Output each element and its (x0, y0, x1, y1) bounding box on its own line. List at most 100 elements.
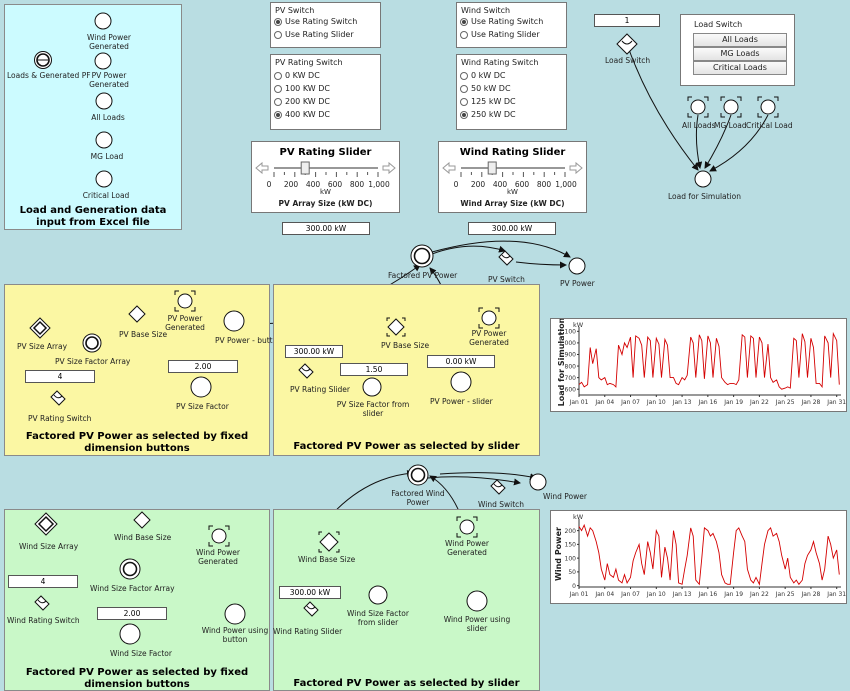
wind-rating-option-50[interactable]: 50 kW DC (460, 84, 511, 93)
pv-fixed-title: Factored PV Power as selected by fixed d… (25, 431, 249, 454)
radio-off-icon (460, 30, 468, 39)
radio-on-icon (460, 110, 468, 119)
wind-slider-title: Wind Rating Slider (459, 147, 566, 158)
chart-series-line (578, 331, 840, 390)
pv-size-factor-slider-node[interactable] (361, 376, 383, 398)
chart-x-tick-label: Jan 22 (749, 591, 769, 598)
chart-y-tick-label: 600 (565, 386, 577, 393)
wind-size-factor-slider-node[interactable] (367, 584, 389, 606)
wind-switch-converter-icon[interactable] (489, 478, 507, 496)
pv-power-slider-node[interactable] (449, 370, 473, 394)
wind-slider-calc-title: Factored PV Power as selected by slider (293, 678, 520, 689)
chart-unit-label: kW (573, 321, 584, 329)
pv-size-factor-label: PV Size Factor (176, 402, 229, 411)
wind-rating-switch-converter-icon[interactable] (33, 594, 51, 612)
factored-pv-power-node[interactable] (409, 243, 435, 269)
pv-rating-option-200[interactable]: 200 KW DC (274, 97, 330, 106)
wind-power-button-node[interactable] (223, 602, 247, 626)
wind-size-factor-array-node[interactable] (118, 557, 142, 581)
all-loads-button[interactable]: All Loads (693, 33, 787, 47)
mg-load-node[interactable] (94, 130, 114, 150)
arrow-right-icon (382, 161, 396, 175)
wind-size-factor-readout: 2.00 (97, 607, 167, 620)
input-panel: Loads & Generated PF Wind Power Generate… (4, 4, 182, 230)
wind-slider-track[interactable] (439, 160, 586, 200)
wind-size-factor-node[interactable] (118, 622, 142, 646)
load-for-simulation-node[interactable] (693, 169, 713, 189)
pv-base-size-ghost-icon[interactable] (386, 317, 406, 337)
chart-x-tick-label: Jan 28 (801, 591, 821, 598)
pv-base-size-icon[interactable] (128, 305, 146, 323)
pv-rating-switch-converter-icon[interactable] (49, 389, 67, 407)
wind-generated-node[interactable] (93, 11, 113, 31)
wind-generated-ghost2-node[interactable] (455, 515, 479, 539)
factored-wind-power-node[interactable] (406, 463, 430, 487)
wind-base-size-ghost-icon[interactable] (318, 531, 340, 553)
pv-slider-ticks: 0 200 400 600 800 1,000 (266, 180, 390, 189)
wind-generated-ghost2-label: Wind Power Generated (445, 539, 489, 557)
pv-rating-option-100[interactable]: 100 KW DC (274, 84, 330, 93)
wind-base-size-icon[interactable] (133, 511, 151, 529)
all-loads-ghost-node[interactable] (686, 95, 710, 119)
wind-size-factor-label: Wind Size Factor (110, 649, 172, 658)
pv-rating-slider-converter-icon[interactable] (297, 362, 315, 380)
pv-size-factor-array-node[interactable] (81, 332, 103, 354)
pv-generated-node[interactable] (93, 51, 113, 71)
loads-generated-icon[interactable] (32, 49, 54, 71)
wind-switch-option-rating[interactable]: Use Rating Switch (460, 17, 543, 26)
pv-switch-converter-icon[interactable] (497, 249, 515, 267)
critical-load-node[interactable] (94, 169, 114, 189)
chart-y-tick-label: 50 (568, 569, 576, 576)
wind-switch-option-slider[interactable]: Use Rating Slider (460, 30, 540, 39)
critical-load-ghost-label: Critical Load (746, 121, 793, 130)
pv-power-node[interactable] (567, 256, 587, 276)
wind-rating-slider-converter-icon[interactable] (302, 600, 320, 618)
wind-power-slider-node[interactable] (465, 589, 489, 613)
wind-power-slider-label: Wind Power using slider (443, 615, 511, 633)
radio-on-icon (274, 110, 282, 119)
wind-slider-unit: kW (507, 188, 518, 196)
wind-rating-option-250[interactable]: 250 kW DC (460, 110, 516, 119)
wind-rating-readout: 4 (8, 575, 78, 588)
chart-y-tick-label: 150 (565, 542, 577, 549)
chart-x-tick-label: Jan 31 (826, 399, 846, 406)
pv-size-factor-node[interactable] (189, 375, 213, 399)
critical-loads-button[interactable]: Critical Loads (693, 61, 787, 75)
pv-slider-panel: PV Rating Slider 0 200 400 600 800 1,000… (251, 141, 400, 213)
wind-power-node[interactable] (528, 472, 548, 492)
pv-rating-slider-label: PV Rating Slider (290, 385, 350, 394)
wind-fixed-title: Factored PV Power as selected by fixed d… (25, 667, 249, 690)
pv-rating-option-0[interactable]: 0 KW DC (274, 71, 320, 80)
wind-rating-option-0[interactable]: 0 kW DC (460, 71, 505, 80)
mg-loads-button[interactable]: MG Loads (693, 47, 787, 61)
pv-slider-calc-readout: 300.00 kW (285, 345, 343, 358)
chart-y-label: Wind Power (554, 527, 563, 581)
wind-size-array-icon[interactable] (34, 512, 58, 536)
pv-power-button-node[interactable] (222, 309, 246, 333)
pv-slider-thumb (300, 161, 310, 175)
wind-slider-ticks: 0 200 400 600 800 1,000 (453, 180, 577, 189)
pv-generated-ghost-node[interactable] (173, 289, 197, 313)
pv-rating-option-400[interactable]: 400 KW DC (274, 110, 330, 119)
radio-off-icon (460, 71, 468, 80)
all-loads-label: All Loads (91, 113, 125, 122)
wind-slider-thumb (487, 161, 497, 175)
pv-generated-ghost2-node[interactable] (477, 306, 501, 330)
pv-switch-option-slider[interactable]: Use Rating Slider (274, 30, 354, 39)
factored-wind-power-label: Factored Wind Power (391, 489, 445, 507)
chart-axes (578, 519, 841, 588)
wind-generated-ghost-node[interactable] (207, 524, 231, 548)
wind-switch-header: Wind Switch (461, 6, 511, 15)
all-loads-node[interactable] (94, 91, 114, 111)
critical-load-ghost-node[interactable] (756, 95, 780, 119)
pv-slider-track[interactable] (252, 160, 399, 200)
load-switch-converter-icon[interactable] (616, 33, 638, 55)
mg-load-ghost-label: MG Load (714, 121, 747, 130)
mg-load-ghost-node[interactable] (719, 95, 743, 119)
pv-switch-option-rating[interactable]: Use Rating Switch (274, 17, 357, 26)
pv-size-array-icon[interactable] (29, 317, 51, 339)
wind-rating-option-125[interactable]: 125 kW DC (460, 97, 516, 106)
chart-x-tick-label: Jan 10 (646, 399, 666, 406)
chart-x-tick-label: Jan 07 (620, 591, 640, 598)
